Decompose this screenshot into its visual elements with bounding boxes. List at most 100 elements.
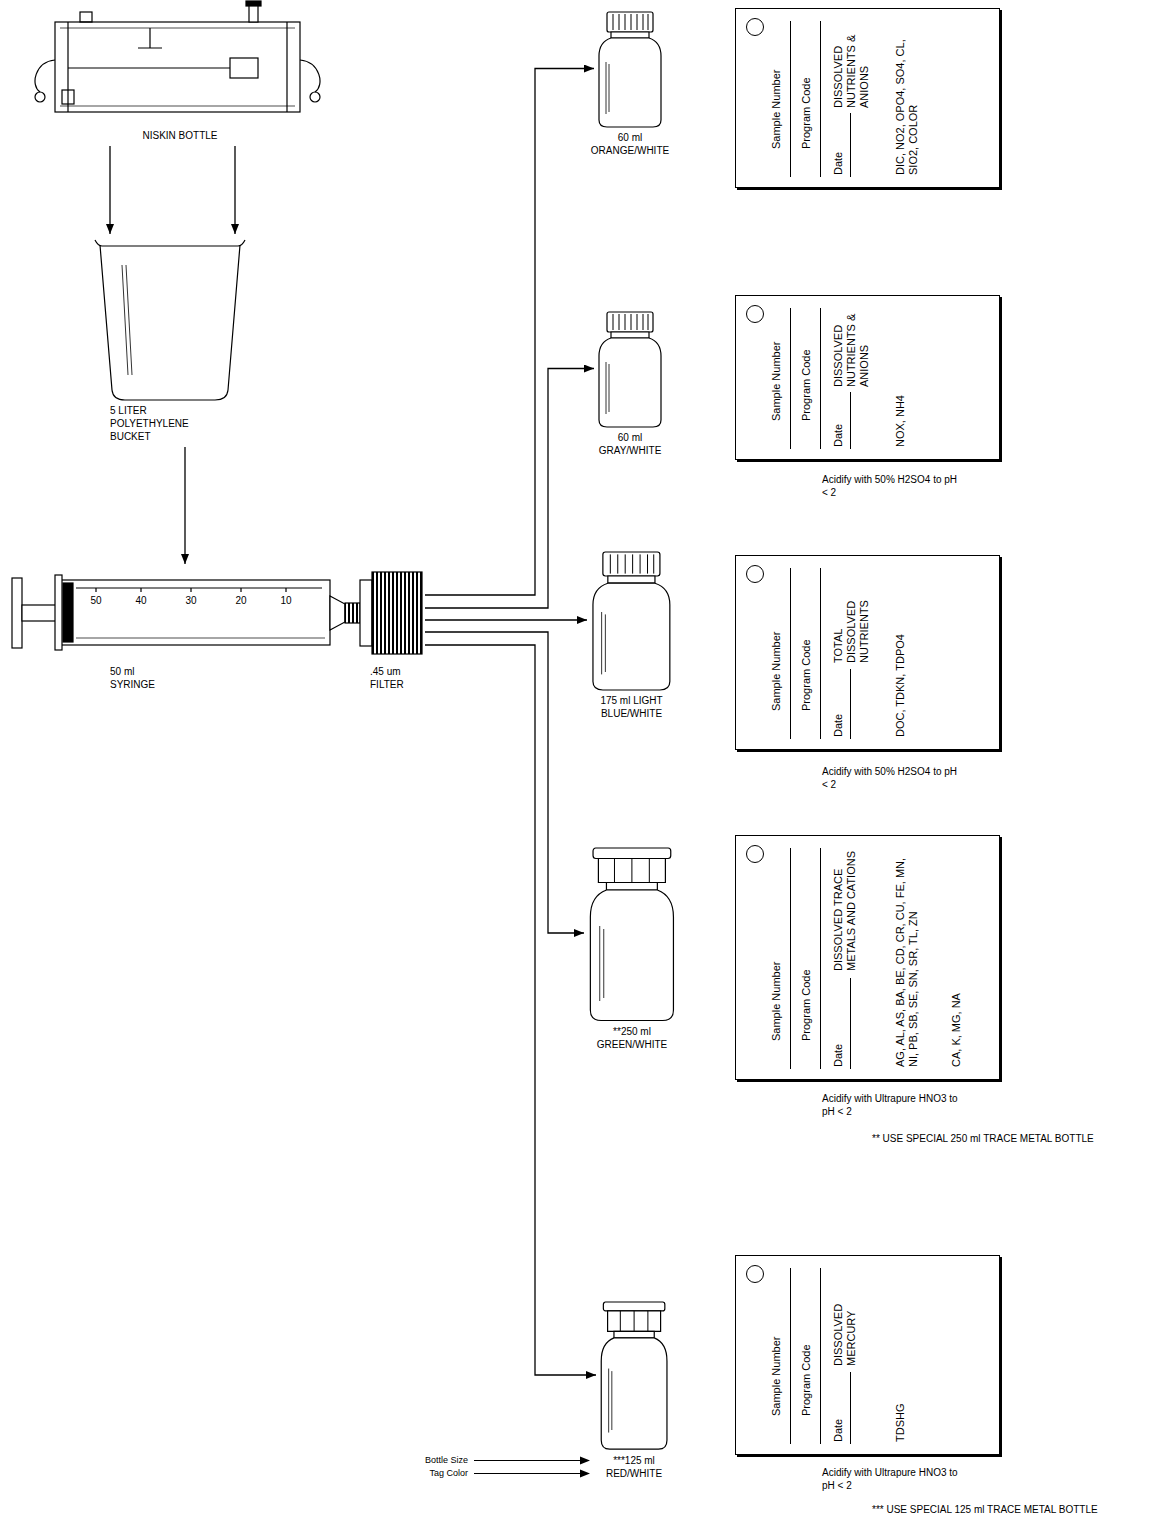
equipment-item: 175 ml LIGHT BLUE/WHITE [588,550,675,720]
tag-field: Sample Number [770,1271,783,1416]
plunger-thumb [12,578,22,648]
syringe-barrel [60,580,330,645]
niskin-trigger [138,28,162,48]
item-caption: ***125 ml RED/WHITE [592,1454,676,1480]
niskin-wall [60,28,295,106]
niskin-latch [230,58,258,78]
tag-field: Sample Number [770,571,783,711]
write-line [850,669,851,739]
niskin-ring [310,92,320,102]
write-line [790,21,791,177]
bucket-body [100,245,240,400]
barrel-highlight [76,638,325,639]
tag-hole [746,305,764,323]
bottle-note: ** USE SPECIAL 250 ml TRACE METAL BOTTLE [872,1132,1094,1145]
tag-hole [746,18,764,36]
write-line [820,308,821,449]
legend-label: Bottle Size [380,1454,468,1467]
plunger-rod [22,605,58,621]
tag-analytes: AG, AL, AS, BA, BE, CD, CR, CU, FE, MN, … [894,850,920,1067]
plunger-piston [63,583,73,642]
bottle-drawing [599,12,661,127]
bottle-drawing [599,312,661,427]
syringe-scale [76,588,322,592]
equipment-item: 5 LITER POLYETHYLENE BUCKET [95,235,245,443]
flow-arrow [184,447,185,564]
tag-heading: DISSOLVED MERCURY [832,1268,858,1366]
illustration-space [95,235,245,400]
tag-field: Program Code [800,1271,813,1416]
leader-arrowhead [580,1470,590,1478]
write-line [820,21,821,177]
equipment-item: NISKIN BOTTLE [40,5,320,142]
tag-analytes: NOX, NH4 [894,310,907,447]
niskin-ring [35,92,45,102]
flow-arrow [425,69,594,596]
tag-field: Date [832,1362,845,1442]
tag-field: Program Code [800,851,813,1041]
item-caption: 5 LITER POLYETHYLENE BUCKET [110,404,200,443]
sample-tag: Sample Number Program CodeDateDISSOLVED M… [735,1255,1000,1455]
tag-heading: TOTAL DISSOLVED NUTRIENTS [832,568,871,663]
write-line [790,308,791,449]
write-line [790,848,791,1069]
illustration-space [597,1300,671,1450]
tag-analytes: TDSHG [894,1270,907,1442]
write-line [820,568,821,739]
scale-number: 10 [277,594,295,607]
item-caption: NISKIN BOTTLE [80,129,280,142]
preservation-note: Acidify with Ultrapure HNO3 to pH < 2 [822,1466,962,1492]
tag-field: Date [832,103,845,175]
filter-housing [360,580,372,646]
tag-field: Sample Number [770,24,783,149]
tag-field: Program Code [800,24,813,149]
filter-disk [372,572,422,654]
item-caption: 175 ml LIGHT BLUE/WHITE [590,694,674,720]
sample-tag: Sample NumberProgram CodeDateDISSOLVED N… [735,8,1000,188]
bottle-drawing [593,552,670,690]
bucket-drawing [95,240,245,400]
tag-field: Date [832,381,845,447]
niskin-rod [68,67,230,68]
bucket-rim [95,240,245,246]
write-line [850,113,851,177]
legend-pointers [474,1457,590,1478]
tag-hole [746,845,764,863]
item-caption: .45 um FILTER [370,665,430,691]
illustration-space [595,10,665,127]
equipment-item: 60 ml ORANGE/WHITE [595,10,665,157]
item-caption: 60 ml ORANGE/WHITE [588,131,672,157]
equipment-item: **250 ml GREEN/WHITE [585,845,679,1051]
write-line [790,1268,791,1444]
sample-tag: Sample NumberProgram CodeDateTOTAL DISSO… [735,555,1000,750]
bottle-note: *** USE SPECIAL 125 ml TRACE METAL BOTTL… [872,1503,1098,1516]
preservation-note: Acidify with 50% H2SO4 to pH < 2 [822,765,962,791]
leader-arrowhead [580,1457,590,1465]
bottle-drawing [590,848,673,1021]
tag-field: Date [832,969,845,1067]
equipment-item: ***125 ml RED/WHITE [597,1300,671,1480]
tag-analytes: DOC, TDKN, TDPO4 [894,570,907,737]
write-line [820,848,821,1069]
write-line [850,392,851,449]
scale-number: 20 [232,594,250,607]
luer-fitting [345,603,360,623]
sample-tag: Sample NumberProgram CodeDateDISSOLVED N… [735,295,1000,460]
tag-hole [746,565,764,583]
preservation-note: Acidify with 50% H2SO4 to pH < 2 [822,473,962,499]
syringe-tip [330,596,345,630]
flow-arrow [425,645,596,1375]
tag-field: Sample Number [770,851,783,1041]
equipment-item: 60 ml GRAY/WHITE [595,310,665,457]
scale-number: 50 [87,594,105,607]
niskin-lanyard [35,60,320,92]
sample-bottles [590,12,673,1449]
tag-hole [746,1265,764,1283]
niskin-valve-top [246,1,261,6]
sample-tag: Sample NumberProgram CodeDateDISSOLVED T… [735,835,1000,1080]
scale-number: 30 [182,594,200,607]
bucket-highlight [122,265,132,375]
write-line [790,568,791,739]
flow-arrow [425,632,584,933]
